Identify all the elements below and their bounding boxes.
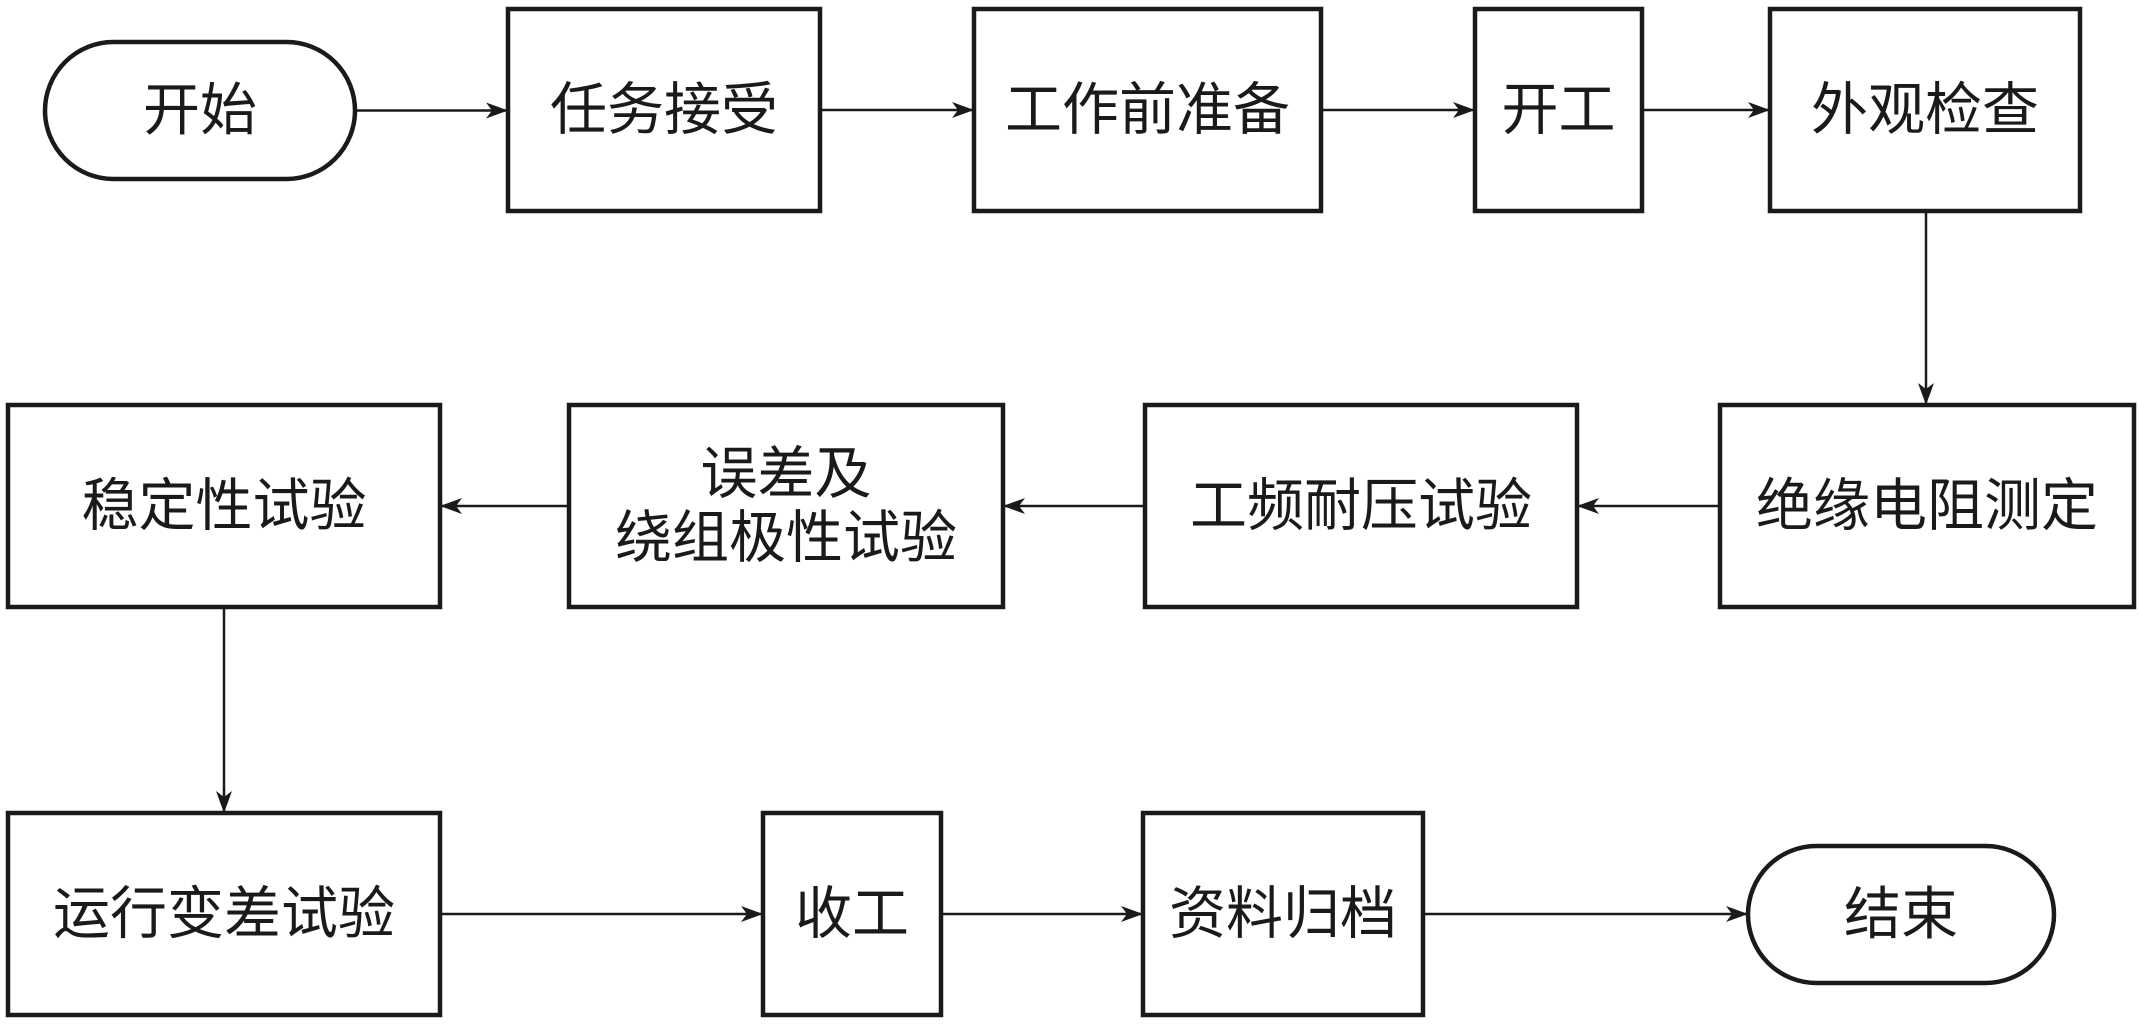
node-label: 工频耐压试验 xyxy=(1190,473,1532,539)
arrowhead xyxy=(1748,102,1770,118)
process-box xyxy=(1140,810,1426,1018)
node-label: 外观检查 xyxy=(1811,77,2039,143)
node-pre-work-prep: 工作前准备 xyxy=(971,6,1324,214)
process-box xyxy=(566,402,1006,610)
edge-start-to-task-accept xyxy=(355,102,508,119)
node-label: 误差及 xyxy=(701,441,872,507)
arrowhead xyxy=(741,906,763,922)
arrowhead xyxy=(952,102,974,118)
node-label: 稳定性试验 xyxy=(82,473,367,539)
node-label: 开始 xyxy=(143,78,257,144)
node-label: 运行变差试验 xyxy=(53,881,395,947)
process-box xyxy=(1142,402,1580,610)
edge-work-finish-to-data-archive xyxy=(941,906,1143,922)
edge-visual-inspection-to-insulation-resistance xyxy=(1918,211,1934,405)
arrowhead xyxy=(440,498,462,514)
arrowhead xyxy=(216,791,232,813)
node-label: 任务接受 xyxy=(550,77,778,143)
terminal-shape xyxy=(1745,843,2057,986)
arrowhead xyxy=(1726,906,1748,922)
arrowhead xyxy=(1453,102,1475,118)
node-label: 结束 xyxy=(1844,882,1958,948)
process-box xyxy=(5,810,443,1018)
process-box xyxy=(1472,6,1645,214)
node-visual-inspection: 外观检查 xyxy=(1767,6,2083,214)
node-start: 开始 xyxy=(42,39,358,182)
process-box xyxy=(971,6,1324,214)
process-box xyxy=(760,810,944,1018)
node-label: 绝缘电阻测定 xyxy=(1756,473,2098,539)
process-box xyxy=(505,6,823,214)
process-box xyxy=(5,402,443,610)
arrowhead xyxy=(1577,498,1599,514)
edge-task-accept-to-pre-work-prep xyxy=(820,102,974,118)
edge-power-freq-withstand-to-error-polarity xyxy=(1003,498,1145,514)
node-end: 结束 xyxy=(1745,843,2057,986)
node-data-archive: 资料归档 xyxy=(1140,810,1426,1018)
node-task-accept: 任务接受 xyxy=(505,6,823,214)
edge-insulation-resistance-to-power-freq-withstand xyxy=(1577,498,1720,514)
terminal-shape xyxy=(42,39,358,182)
node-power-freq-withstand: 工频耐压试验 xyxy=(1142,402,1580,610)
node-label: 绕组极性试验 xyxy=(615,505,957,571)
arrowhead xyxy=(1918,383,1934,405)
edge-error-polarity-to-stability-test xyxy=(440,498,569,514)
edge-stability-test-to-operating-variation xyxy=(216,607,232,813)
arrowhead xyxy=(1003,498,1025,514)
edge-operating-variation-to-work-finish xyxy=(440,906,763,922)
node-insulation-resistance: 绝缘电阻测定 xyxy=(1717,402,2137,610)
node-work-start: 开工 xyxy=(1472,6,1645,214)
arrowhead xyxy=(1121,906,1143,922)
node-label: 开工 xyxy=(1502,77,1616,143)
node-operating-variation: 运行变差试验 xyxy=(5,810,443,1018)
node-work-finish: 收工 xyxy=(760,810,944,1018)
node-label: 收工 xyxy=(795,881,909,947)
process-box xyxy=(1717,402,2137,610)
edge-pre-work-prep-to-work-start xyxy=(1321,102,1475,118)
node-label: 工作前准备 xyxy=(1005,77,1290,143)
arrowhead xyxy=(486,102,508,119)
edges-layer xyxy=(216,102,1934,922)
edge-work-start-to-visual-inspection xyxy=(1642,102,1770,118)
node-label: 资料归档 xyxy=(1169,881,1397,947)
process-box xyxy=(1767,6,2083,214)
node-stability-test: 稳定性试验 xyxy=(5,402,443,610)
edge-data-archive-to-end xyxy=(1423,906,1748,922)
